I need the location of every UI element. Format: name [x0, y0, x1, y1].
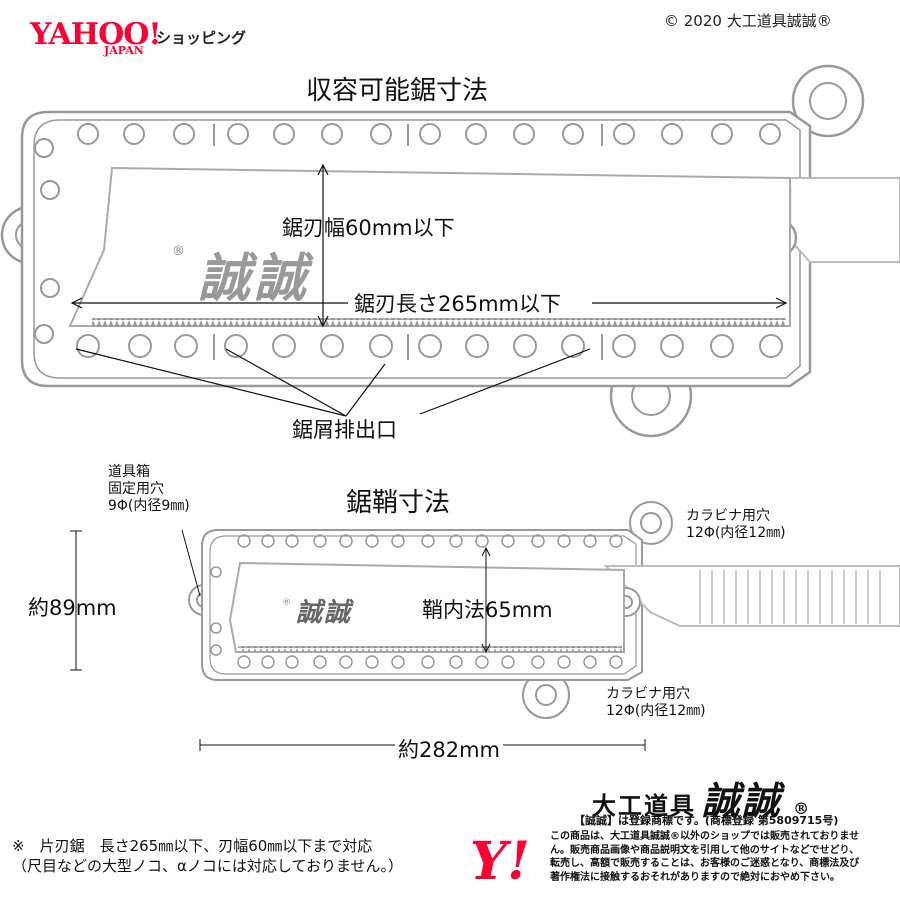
saw-section-title: 収容可能鋸寸法: [306, 76, 489, 106]
small-sheath-drawing: [188, 501, 900, 719]
sheath-width-label: 約282mm: [398, 738, 500, 762]
sheath-height-label: 約89mm: [28, 596, 117, 620]
vents-label: 鋸屑排出口: [292, 418, 397, 442]
yahoo-logo: YAHOO!: [30, 17, 162, 52]
saw-engraving: 誠誠: [198, 248, 311, 309]
reg-mark-small-icon: ®: [282, 598, 291, 608]
yahoo-logo-japan: JAPAN: [104, 44, 144, 57]
small-sheath-dimensions: [70, 529, 646, 751]
carabiner-bottom-label: カラビナ用穴 12Φ(内径12㎜): [606, 686, 706, 719]
legal-notice: この商品は、大工道具誠誠®以外のショップでは販売されておりませ ん。販売商品画像…: [550, 831, 860, 883]
carabiner-top-label: カラビナ用穴 12Φ(内径12㎜): [686, 508, 786, 541]
large-sheath-dimensions: [70, 163, 788, 417]
sheath-section-title: 鋸鞘寸法: [346, 488, 451, 518]
blade-width-label: 鋸刃幅60mm以下: [282, 216, 455, 240]
saw-engraving-small: 誠誠: [296, 598, 353, 628]
large-sheath-drawing: [0, 64, 900, 438]
reg-mark-icon: ®: [172, 244, 185, 259]
sheath-inner-label: 鞘内法65mm: [422, 598, 553, 622]
blade-length-label: 鋸刃長さ265mm以下: [354, 292, 561, 316]
compatibility-note: ※ 片刃鋸 長さ265㎜以下、刃幅60㎜以下まで対応 （尺目などの大型ノコ、αノ…: [12, 837, 404, 875]
brand-logo: 大工道具 誠誠 ®: [592, 778, 810, 823]
trademark-text: 【誠誠】は登録商標です。(商標登録 第5809715号): [574, 814, 839, 827]
mount-hole-label: 道具箱 固定用穴 9Φ(内径9㎜): [108, 464, 190, 514]
copyright-text: © 2020 大工道具誠誠®: [664, 12, 832, 30]
shopping-label: ショッピング: [156, 29, 247, 47]
yahoo-y-logo: Y!: [470, 831, 530, 892]
